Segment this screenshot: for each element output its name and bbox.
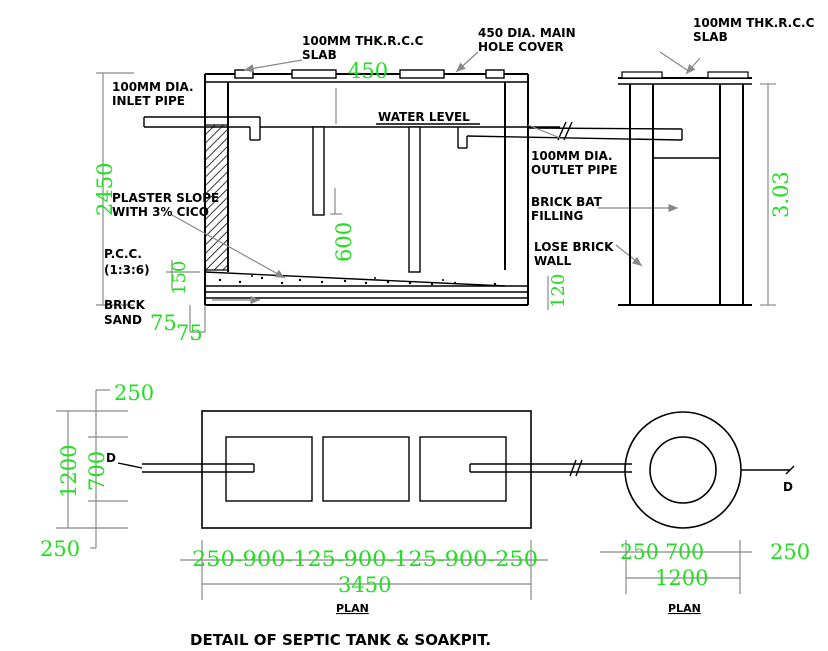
- inlet-label-1: 100MM DIA.: [112, 80, 194, 94]
- manhole-label-1: 450 DIA. MAIN: [478, 26, 576, 40]
- slab-left-label-1: 100MM THK.R.C.C: [302, 34, 424, 48]
- dim-600: 600: [332, 222, 356, 262]
- drawing-title: DETAIL OF SEPTIC TANK & SOAKPIT.: [190, 631, 491, 649]
- dim-3-03: 3.03: [769, 171, 793, 218]
- dim-120: 120: [548, 274, 569, 308]
- dim-450: 450: [348, 59, 388, 83]
- plan-left-label: PLAN: [336, 602, 369, 615]
- slab-right-label-1: 100MM THK.R.C.C: [693, 16, 815, 30]
- dim-plan-3450: 3450: [338, 573, 391, 597]
- d-left-label: D: [106, 451, 116, 465]
- plaster-label-2: WITH 3% CICO: [112, 205, 209, 219]
- brick-bat-label-1: BRICK BAT: [531, 195, 603, 209]
- pcc-label-1: P.C.C.: [104, 247, 142, 261]
- tank-section: [96, 51, 683, 333]
- lose-brick-label-1: LOSE BRICK: [534, 240, 614, 254]
- dim-2450: 2450: [93, 163, 117, 216]
- dim-pit-1200: 1200: [655, 566, 708, 590]
- lose-brick-label-2: WALL: [534, 254, 572, 268]
- outlet-label-1: 100MM DIA.: [531, 149, 613, 163]
- dim-75a: 75: [150, 311, 177, 335]
- soakpit-plan: [600, 411, 795, 594]
- slab-left-label-2: SLAB: [302, 48, 337, 62]
- slab-right-label-2: SLAB: [693, 30, 728, 44]
- brick-sand-label-2: SAND: [104, 313, 142, 327]
- tank-plan: [56, 389, 632, 600]
- plan-right-label: PLAN: [668, 602, 701, 615]
- manhole-label-2: HOLE COVER: [478, 40, 564, 54]
- dim-plan-700: 700: [85, 451, 109, 491]
- dim-75b: 75: [176, 321, 203, 345]
- soakpit-section: [618, 51, 776, 306]
- dim-plan-row: 250-900-125-900-125-900-250: [192, 547, 538, 571]
- pcc-label-2: (1:3:6): [104, 263, 150, 277]
- inlet-label-2: INLET PIPE: [112, 94, 185, 108]
- outlet-label-2: OUTLET PIPE: [531, 163, 618, 177]
- brick-bat-label-2: FILLING: [531, 209, 583, 223]
- dim-150: 150: [169, 261, 190, 295]
- brick-sand-label-1: BRICK: [104, 298, 146, 312]
- plaster-label-1: PLASTER SLOPE: [112, 191, 219, 205]
- dim-pit-250: 250: [770, 540, 810, 564]
- d-right-label: D: [783, 480, 793, 494]
- dim-plan-250-bottom: 250: [40, 537, 80, 561]
- dim-pit-row: 250 700: [620, 540, 704, 564]
- water-level-label: WATER LEVEL: [378, 110, 470, 124]
- dim-plan-250-top: 250: [114, 381, 154, 405]
- dim-plan-1200: 1200: [57, 445, 81, 498]
